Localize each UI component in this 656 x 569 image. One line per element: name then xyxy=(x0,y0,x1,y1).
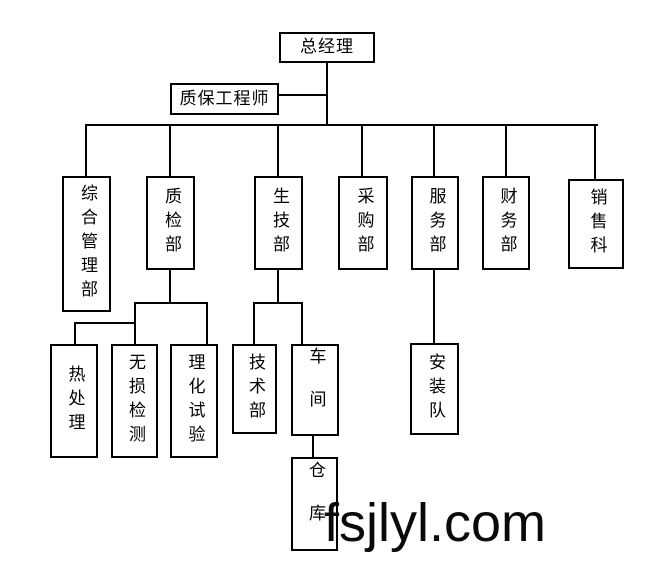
node-technical-dept: 技术部 xyxy=(232,344,277,434)
line-drop-heat-treatment xyxy=(74,322,76,344)
line-drop-technical-dept xyxy=(253,302,255,344)
line-drop-quality-inspection xyxy=(169,124,171,176)
node-purchasing-dept: 采购部 xyxy=(338,176,388,270)
node-sales-section: 销售科 xyxy=(568,179,624,269)
line-workshop-to-warehouse xyxy=(312,436,314,457)
line-drop-installation-team xyxy=(433,270,435,343)
line-prodtech-down xyxy=(277,270,279,302)
line-drop-general-admin xyxy=(85,124,87,176)
node-quality-inspection-dept: 质检部 xyxy=(146,176,195,270)
node-finance-dept: 财务部 xyxy=(482,176,530,270)
node-warehouse: 仓库 xyxy=(291,457,338,551)
line-drop-workshop xyxy=(301,302,303,344)
line-drop-sales xyxy=(594,124,596,179)
node-ndt-inspection: 无损检测 xyxy=(111,344,158,458)
line-qc-split-left xyxy=(74,322,136,324)
line-drop-finance xyxy=(505,124,507,176)
line-qa-engineer-link xyxy=(279,94,326,96)
node-heat-treatment: 热处理 xyxy=(50,344,98,458)
watermark-text: fsjlyl.com xyxy=(324,493,547,553)
line-department-bus xyxy=(85,124,598,126)
node-workshop: 车间 xyxy=(291,344,339,436)
node-production-tech-dept: 生技部 xyxy=(254,176,303,270)
line-drop-purchasing xyxy=(361,124,363,176)
line-drop-service xyxy=(433,124,435,176)
line-qc-down xyxy=(169,270,171,302)
line-gm-to-bus xyxy=(326,62,328,124)
node-general-admin-dept: 综合管理部 xyxy=(62,176,111,312)
line-drop-production-tech xyxy=(277,124,279,176)
node-service-dept: 服务部 xyxy=(411,176,459,270)
line-qc-split xyxy=(134,302,208,304)
node-installation-team: 安装队 xyxy=(410,343,459,435)
node-physchem-test: 理化试验 xyxy=(170,344,218,458)
line-prodtech-split xyxy=(253,302,303,304)
node-general-manager: 总经理 xyxy=(279,32,375,63)
node-qa-engineer: 质保工程师 xyxy=(170,83,279,115)
line-drop-physchem-test xyxy=(206,302,208,344)
